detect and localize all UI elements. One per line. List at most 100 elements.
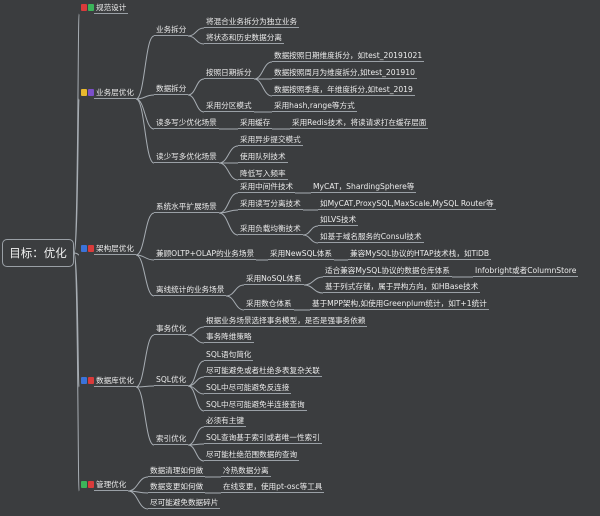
node-sql-item-3[interactable]: SQL中尽可能避免反连接 (204, 383, 292, 394)
node-nosql[interactable]: 采用NoSQL体系 (244, 274, 304, 285)
connector-node-data-split-to-node-by-date (187, 78, 205, 96)
node-idx-item-1[interactable]: 必须有主键 (204, 416, 246, 427)
node-sql[interactable]: SQL优化 (154, 375, 189, 386)
node-rw-split[interactable]: 采用读写分离技术 (238, 199, 303, 210)
badge-business-icon (81, 89, 94, 96)
connector-node-sql-to-node-sql-item-1 (187, 360, 205, 387)
connector-root-node-to-l1-mgmt (73, 252, 80, 492)
node-lb-item-2[interactable]: 如基于域名服务的Consul技术 (318, 232, 424, 243)
l1-db[interactable]: 数据库优化 (94, 376, 136, 387)
node-dw-item[interactable]: 基于MPP架构,如使用Greenplum统计，如T+1统计 (310, 299, 489, 310)
connector-node-tx-to-node-tx-item-1 (187, 326, 205, 336)
node-idx[interactable]: 索引优化 (154, 434, 189, 445)
connector-root-node-to-l1-business (73, 98, 80, 254)
node-data-split[interactable]: 数据拆分 (154, 84, 189, 95)
badge-mgmt-icon (81, 481, 94, 488)
node-date-item-3[interactable]: 数据按照季度，年维度拆分,如test_2019 (272, 85, 415, 96)
node-middleware[interactable]: 采用中间件技术 (238, 182, 296, 193)
node-cache[interactable]: 采用缓存 (238, 118, 273, 129)
node-nosql-item-2[interactable]: Infobright或者ColumnStore (473, 266, 579, 277)
node-frag[interactable]: 尽可能避免数据碎片 (148, 498, 221, 509)
node-lb[interactable]: 采用负载均衡技术 (238, 224, 303, 235)
l1-arch[interactable]: 架构层优化 (94, 244, 136, 255)
connector-node-by-date-to-node-date-item-3 (253, 78, 273, 97)
badge-spec-icon (81, 4, 94, 11)
connector-node-offline-to-node-nosql (225, 284, 245, 297)
connector-l1-arch-to-node-offline (135, 254, 155, 297)
node-tx-item-1[interactable]: 根据业务场景选择事务模型，是否是强事务依赖 (204, 316, 368, 327)
node-tx[interactable]: 事务优化 (154, 324, 189, 335)
connector-node-tx-to-node-tx-item-2 (187, 334, 205, 344)
node-offline[interactable]: 离线统计的业务场景 (154, 285, 227, 296)
node-split-item-2[interactable]: 将状态和历史数据分离 (204, 33, 284, 44)
connector-node-write-more-to-node-write-item-3 (218, 162, 239, 181)
connector-node-write-more-to-node-write-item-1 (218, 145, 239, 164)
node-tx-item-2[interactable]: 事务降维策略 (204, 332, 254, 343)
node-sql-item-4[interactable]: SQL中尽可能避免半连接查询 (204, 400, 307, 411)
l1-spec[interactable]: 规范设计 (94, 3, 129, 14)
connector-node-idx-to-node-idx-item-3 (187, 444, 205, 462)
connector-l1-arch-to-node-horizontal (135, 212, 155, 256)
root-node[interactable]: 目标：优化 (2, 239, 74, 267)
node-partition[interactable]: 采用分区模式 (204, 101, 254, 112)
node-idx-item-3[interactable]: 尽可能杜绝范围数据的查询 (204, 450, 300, 461)
node-partition-item[interactable]: 采用hash,range等方式 (272, 101, 357, 112)
connector-l1-db-to-node-idx (135, 386, 155, 446)
node-write-more[interactable]: 读少写多优化场景 (154, 152, 219, 163)
node-horizontal[interactable]: 系统水平扩展场景 (154, 202, 219, 213)
connector-root-node-to-l1-arch (73, 252, 80, 256)
node-date-item-2[interactable]: 数据按照周月为维度拆分,如test_201910 (272, 68, 417, 79)
node-write-item-2[interactable]: 使用队列技术 (238, 152, 288, 163)
node-change-item[interactable]: 在线变更，使用pt-osc等工具 (221, 482, 325, 493)
connector-l1-business-to-node-read-more (135, 98, 155, 130)
node-sql-item-1[interactable]: SQL语句简化 (204, 350, 254, 361)
connector-node-nosql-to-node-nosql-item-3 (303, 284, 324, 294)
l1-business[interactable]: 业务层优化 (94, 88, 136, 99)
connector-l1-mgmt-to-node-frag (127, 490, 149, 510)
node-newsql[interactable]: 采用NewSQL体系 (268, 249, 334, 260)
badge-db-icon (81, 377, 94, 384)
l1-mgmt[interactable]: 管理优化 (94, 480, 129, 491)
node-date-item-1[interactable]: 数据按照日期维度拆分，如test_20191021 (272, 51, 425, 62)
badge-arch-icon (81, 245, 94, 252)
connector-node-offline-to-node-dw (225, 295, 245, 311)
node-htap[interactable]: 兼顾OLTP+OLAP的业务场景 (154, 249, 257, 260)
connector-node-nosql-to-node-nosql-item-1 (303, 276, 324, 286)
connector-node-horizontal-to-node-lb (218, 212, 239, 236)
connector-node-business-split-to-node-split-item-1 (187, 27, 205, 37)
node-idx-item-2[interactable]: SQL查询基于索引或者唯一性索引 (204, 433, 322, 444)
connector-node-data-split-to-node-partition (187, 94, 205, 113)
node-cleanup-item[interactable]: 冷热数据分离 (221, 466, 271, 477)
node-sql-item-2[interactable]: 尽可能避免或者杜绝多表复杂关联 (204, 366, 322, 377)
node-write-item-1[interactable]: 采用异步提交模式 (238, 135, 303, 146)
node-business-split[interactable]: 业务拆分 (154, 25, 189, 36)
connector-l1-db-to-node-tx (135, 334, 155, 388)
node-change[interactable]: 数据变更如何做 (148, 482, 206, 493)
connector-l1-business-to-node-data-split (135, 94, 155, 100)
connector-l1-business-to-node-write-more (135, 98, 155, 164)
connector-root-node-to-l1-db (73, 252, 80, 388)
connector-l1-arch-to-node-htap (135, 254, 155, 261)
node-newsql-item[interactable]: 兼容MySQL协议的HTAP技术栈，如TiDB (348, 249, 492, 260)
connector-node-horizontal-to-node-rw-split (218, 209, 239, 214)
node-nosql-item-3[interactable]: 基于列式存储，属于异构方向，如HBase技术 (323, 282, 481, 293)
node-dw[interactable]: 采用数仓体系 (244, 299, 294, 310)
connector-l1-db-to-node-sql (135, 385, 155, 388)
node-redis[interactable]: 采用Redis技术，将读请求打在缓存层面 (290, 118, 429, 129)
connector-l1-mgmt-to-node-cleanup (127, 476, 149, 492)
connector-node-idx-to-node-idx-item-1 (187, 426, 205, 446)
connector-node-by-date-to-node-date-item-1 (253, 61, 273, 80)
node-nosql-item-1[interactable]: 适合兼容MySQL协议的数据仓库体系 (323, 266, 452, 277)
connector-l1-business-to-node-business-split (135, 35, 155, 100)
node-rw-item[interactable]: 如MyCAT,ProxySQL,MaxScale,MySQL Router等 (318, 199, 496, 210)
node-write-item-3[interactable]: 降低写入频率 (238, 169, 288, 180)
connector-node-lb-to-node-lb-item-2 (302, 234, 319, 244)
node-lb-item-1[interactable]: 如LVS技术 (318, 215, 359, 226)
node-split-item-1[interactable]: 将混合业务拆分为独立业务 (204, 17, 300, 28)
node-middleware-item[interactable]: MyCAT，ShardingSphere等 (311, 182, 417, 193)
connector-node-sql-to-node-sql-item-4 (187, 385, 205, 412)
node-by-date[interactable]: 按照日期拆分 (204, 68, 254, 79)
node-cleanup[interactable]: 数据清理如何做 (148, 466, 206, 477)
node-read-more[interactable]: 读多写少优化场景 (154, 118, 219, 129)
